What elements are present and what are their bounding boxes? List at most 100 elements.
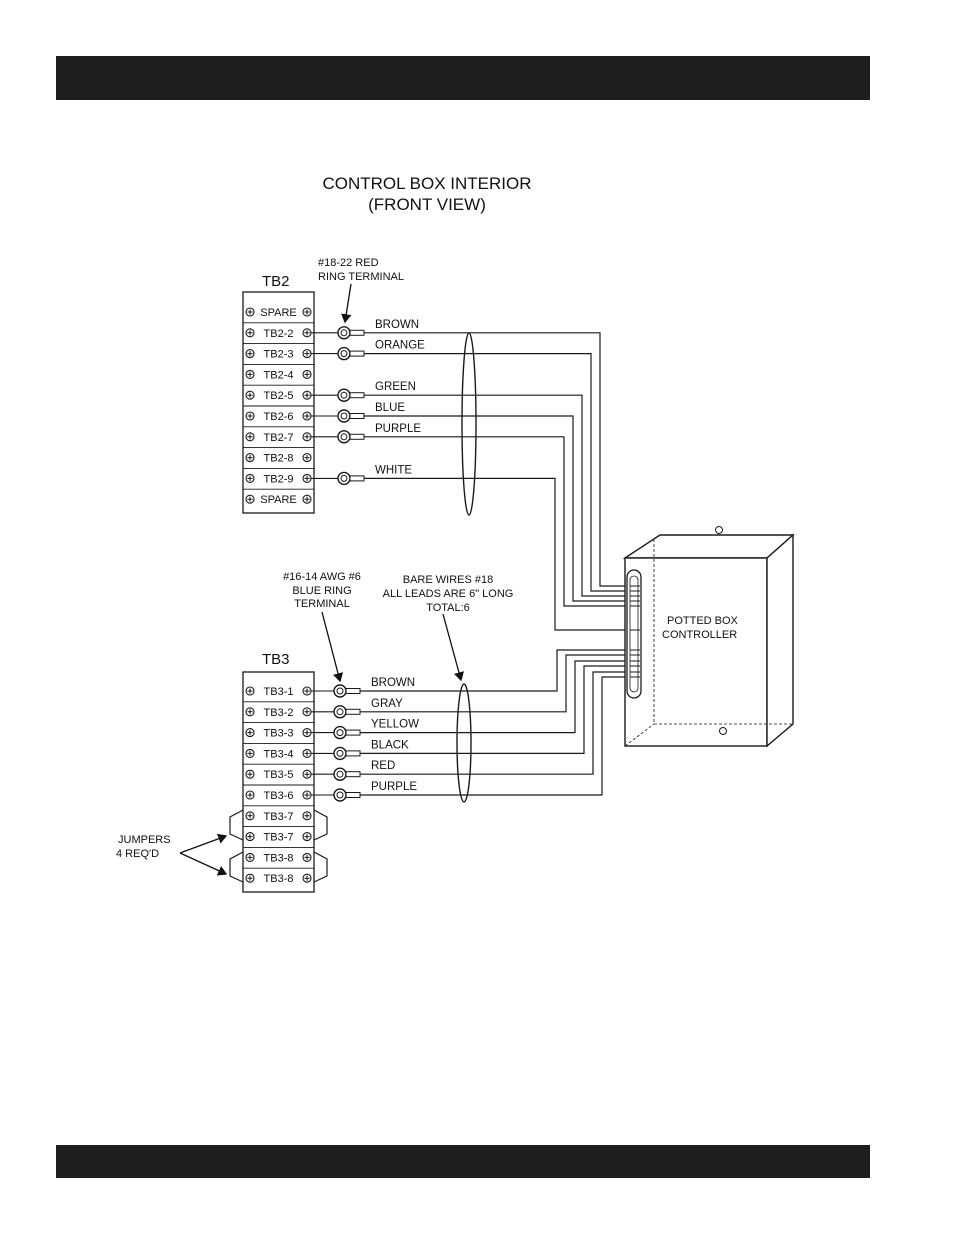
ring-terminal-tb3-barrel [345,792,361,798]
terminal-label: TB2-7 [264,432,294,444]
ring-terminal-tb3-barrel [345,771,361,778]
ring-terminal-tb2-hole [340,433,348,441]
ring-terminal-group [311,326,365,802]
terminal-label: TB2-3 [264,349,294,361]
terminal-label: TB3-1 [264,686,294,698]
terminal-screw-right-slot [304,392,310,398]
connector-pins [630,585,640,678]
jumpers-note-line2: 4 REQ'D [116,848,159,860]
ring-terminal-tb2-hole [340,412,348,420]
wire-color-label: WHITE [375,464,412,476]
tb3-label: TB3 [262,651,290,668]
terminal-label: TB2-8 [264,453,294,465]
terminal-screw-right-slot [304,813,310,819]
wire-tb3 [360,654,636,713]
controller-label-line1: POTTED BOX [667,615,739,627]
tb3-bundle-ellipse [456,683,472,803]
terminal-screw-left-slot [247,351,253,357]
wire-tb2 [364,415,636,602]
red-ring-arrow [341,283,352,324]
terminal-label: TB3-4 [264,748,294,760]
wire-tb2 [364,436,636,607]
ring-terminal-tb2-barrel [349,350,365,357]
terminal-label: TB3-7 [264,832,294,844]
ring-terminal-tb2-barrel [349,475,365,482]
bare-wires-note-line3: TOTAL:6 [426,602,470,614]
terminal-screw-right-slot [304,309,310,315]
terminal-screw-left-slot [247,750,253,756]
tb3-block [242,671,315,893]
blue-ring-note-line2: BLUE RING [292,585,351,597]
jumper-arrow-upper [179,833,228,854]
terminal-screw-right-slot [304,475,310,481]
controller-label-line2: CONTROLLER [662,629,737,641]
ring-terminal-tb2-barrel [349,433,365,440]
terminal-screw-right-slot [304,688,310,694]
ring-terminal-tb2-hole [340,329,348,337]
terminal-screw-left-slot [247,496,253,502]
ring-terminal-tb3-barrel [345,688,361,694]
bare-wires-note-line2: ALL LEADS ARE 6" LONG [383,588,514,600]
wire-tb3 [360,660,636,734]
tb2-block [242,291,315,514]
terminal-label: TB3-5 [264,769,294,781]
jumper-arrow-lower [179,852,228,876]
terminal-label: TB2-4 [264,369,294,381]
wire-color-label: GREEN [375,381,416,393]
terminal-screw-left-slot [247,434,253,440]
red-ring-note-line2: RING TERMINAL [318,271,404,283]
blue-ring-note-line3: TERMINAL [294,598,350,610]
terminal-screw-left-slot [247,834,253,840]
terminal-screw-left-slot [247,854,253,860]
ring-terminal-tb3-hole [336,708,344,716]
terminal-screw-left-slot [247,730,253,736]
ring-terminal-tb3-barrel [345,729,361,736]
terminal-label: TB2-9 [264,473,294,485]
terminal-screw-left-slot [247,309,253,315]
wire-color-label: BROWN [371,677,415,689]
wire-group [360,332,636,796]
wire-color-label: RED [371,760,395,772]
terminal-screw-right-slot [304,434,310,440]
terminal-screw-right-slot [304,351,310,357]
wire-color-label: ORANGE [375,340,425,352]
ring-terminal-tb3-hole [336,749,344,757]
jumper-brackets [229,809,328,883]
terminal-label: TB2-6 [264,411,294,423]
terminal-screw-right-slot [304,413,310,419]
terminal-screw-right-slot [304,750,310,756]
ring-terminal-tb3-hole [336,791,344,799]
terminal-screw-right-slot [304,709,310,715]
terminal-screw-left-slot [247,371,253,377]
terminal-screw-right-slot [304,854,310,860]
blue-ring-arrow [321,611,344,683]
terminal-screw-left-slot [247,455,253,461]
potted-box-controller: POTTED BOX CONTROLLER [622,526,795,748]
ring-terminal-tb3-barrel [345,708,361,715]
wire-tb2 [364,332,636,587]
ring-terminal-tb2-barrel [349,329,365,336]
ring-terminal-tb3-hole [336,729,344,737]
ring-terminal-tb3-hole [336,770,344,778]
terminal-screw-right-slot [304,330,310,336]
wire-color-label: BROWN [375,319,419,331]
wire-tb3 [360,671,636,775]
wire-tb3 [360,676,636,796]
wire-tb2 [364,477,636,631]
wire-color-label: BLACK [371,739,409,751]
terminal-screw-left-slot [247,813,253,819]
ring-terminal-tb2-barrel [349,392,365,399]
footer-bar [56,1145,870,1178]
terminal-label: TB2-2 [264,328,294,340]
wire-label-group: BROWNORANGEGREENBLUEPURPLEWHITEBROWNGRAY… [371,319,425,793]
ring-terminal-tb2-barrel [349,413,365,419]
wire-color-label: YELLOW [371,719,419,731]
wire-tb3 [360,649,636,692]
terminal-label: TB2-5 [264,390,294,402]
terminal-screw-right-slot [304,455,310,461]
ring-terminal-tb3-hole [336,687,344,695]
terminal-screw-right-slot [304,730,310,736]
diagram-subtitle: (FRONT VIEW) [368,195,486,214]
terminal-screw-left-slot [247,709,253,715]
